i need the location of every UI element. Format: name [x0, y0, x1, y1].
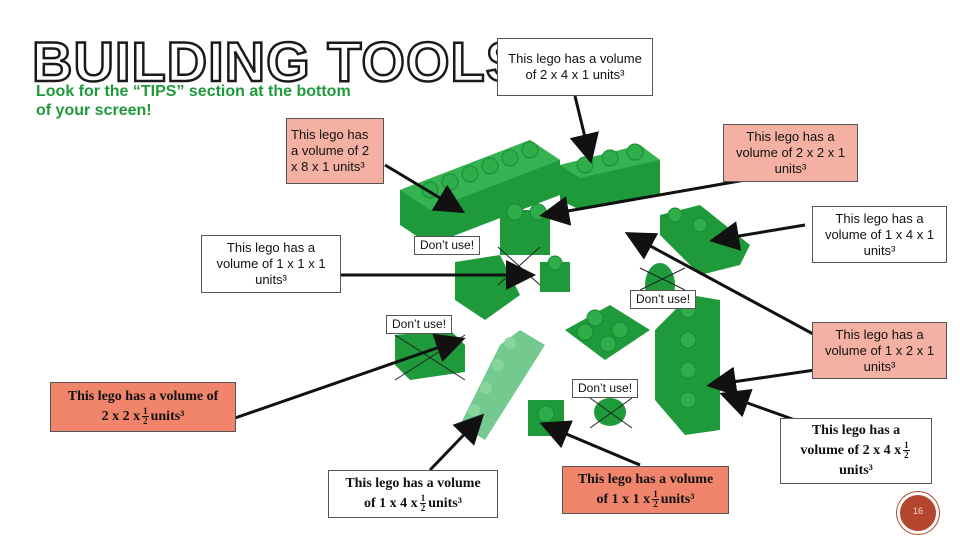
lego-1x4-tall-brick [460, 330, 545, 440]
fraction-denominator: 2 [653, 499, 658, 510]
lego-1x1-brick-small [540, 255, 570, 292]
dont-use-label-flat: Don’t use! [386, 315, 453, 334]
fraction-label-line1: This lego has a volume [345, 476, 481, 491]
fraction-label-line1: This lego has a [811, 423, 901, 438]
lego-2x2-brick [500, 203, 550, 255]
fraction-denominator: 2 [904, 450, 909, 461]
label-volume-2x2x1: This lego has a volume of 2 x 2 x 1 unit… [723, 124, 858, 182]
slide-title: BUILDING TOOLS [31, 30, 525, 93]
fraction-label-line1: This lego has a volume of [67, 389, 219, 404]
tips-instruction: Look for the “TIPS” section at the botto… [36, 83, 351, 119]
fraction-numerator: 1 [142, 406, 149, 418]
label-volume-2x4x1: This lego has a volume of 2 x 4 x 1 unit… [497, 38, 653, 96]
fraction-denominator: 2 [420, 503, 426, 514]
fraction-unit: units³ [150, 409, 185, 424]
fraction-numerator: 1 [903, 440, 910, 452]
pointer-arrows [234, 95, 816, 472]
fraction-label-line3: units³ [839, 463, 873, 478]
fraction-label-line1: This lego has a volume [577, 472, 714, 487]
slide-number: 16 [912, 506, 923, 516]
fraction-dims: 2 x 2 x [101, 409, 141, 424]
dont-use-label-round: Don’t use! [630, 290, 697, 309]
label-volume-1x4x1: This lego has a volume of 1 x 4 x 1 unit… [812, 206, 947, 263]
lego-flat-piece [395, 330, 465, 380]
lego-2x2-flat-brick [565, 305, 650, 360]
label-volume-1x2x1: This lego has a volume of 1 x 2 x 1 unit… [812, 322, 947, 379]
fraction-unit: units³ [660, 492, 695, 507]
fraction-dims: of 1 x 1 x [596, 492, 651, 507]
fraction-dims: volume of 2 x 4 x [800, 443, 902, 458]
label-volume-2x8x1: This lego has a volume of 2 x 8 x 1 unit… [286, 118, 384, 184]
fraction-numerator: 1 [419, 493, 427, 505]
slide-number-badge: 16 [897, 492, 939, 534]
lego-slope-piece [455, 255, 520, 320]
dont-use-label-stud: Don’t use! [572, 379, 639, 398]
lego-1x4-brick [660, 205, 750, 275]
fraction-unit: units³ [428, 496, 462, 511]
dont-use-label-slope: Don’t use! [414, 236, 481, 255]
lego-1x2-long-brick [655, 295, 720, 435]
fraction-dims: of 1 x 4 x [364, 496, 418, 511]
label-volume-1x1x1: This lego has a volume of 1 x 1 x 1 unit… [201, 235, 341, 293]
lego-2x4-brick [560, 143, 660, 210]
fraction-numerator: 1 [652, 489, 659, 501]
fraction-denominator: 2 [143, 416, 148, 427]
